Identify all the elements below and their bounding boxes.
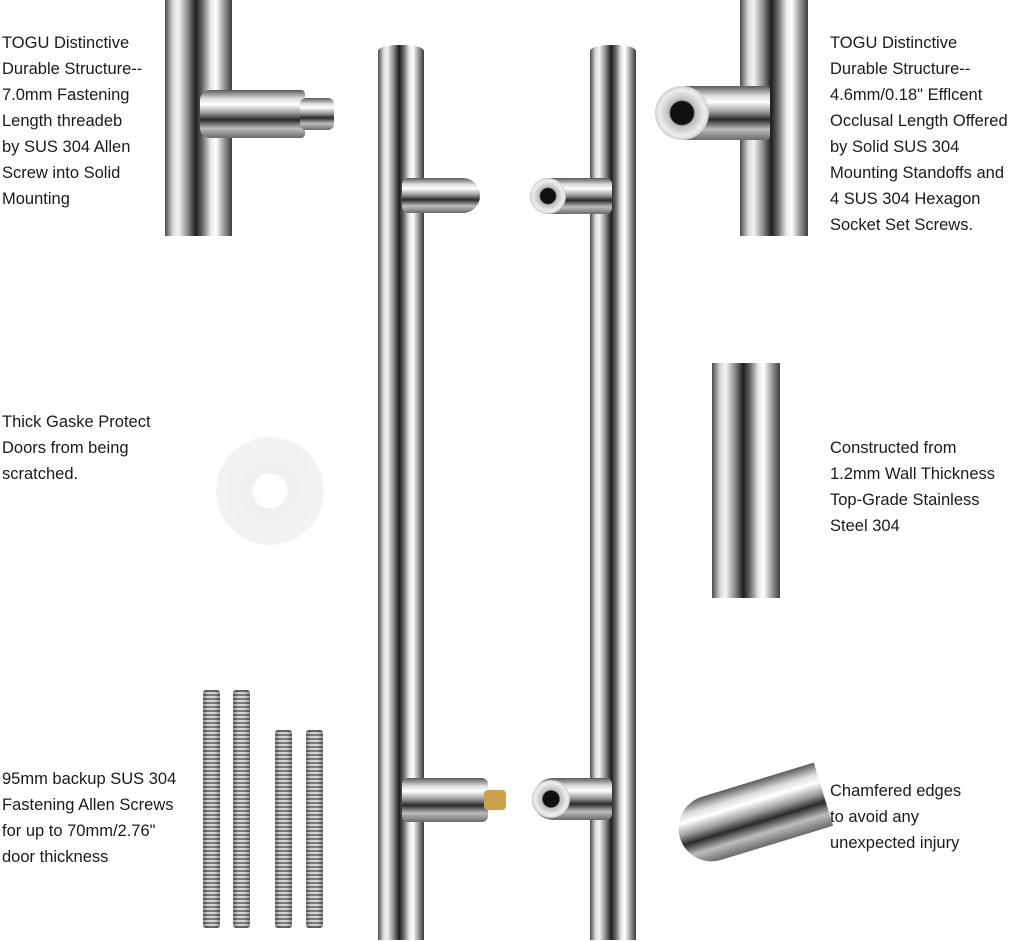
allen-screw-long: [233, 690, 250, 928]
caption-chamfered-edges: Chamfered edges to avoid any unexpected …: [830, 782, 962, 852]
standoff-end-icon: [655, 86, 709, 140]
brass-screw: [484, 790, 506, 810]
chamfered-tube-end: [670, 762, 834, 870]
caption-wall-thickness: Constructed from 1.2mm Wall Thickness To…: [830, 439, 996, 535]
inset-standoff-left: [200, 90, 305, 138]
standoff-left-top: [402, 178, 480, 213]
caption-backup-screws: 95mm backup SUS 304 Fastening Allen Scre…: [2, 770, 177, 866]
allen-screw-short: [306, 730, 323, 928]
inset-allen-screw: [300, 98, 334, 130]
gasket-washer: [217, 438, 323, 544]
allen-screw-long: [203, 690, 220, 928]
caption-fastening-length: TOGU Distinctive Durable Structure-- 7.0…: [2, 34, 143, 208]
standoff-left-bottom: [402, 778, 488, 822]
caption-occlusal-length: TOGU Distinctive Durable Structure-- 4.6…: [830, 34, 1008, 234]
allen-screw-short: [275, 730, 292, 928]
standoff-end-icon: [532, 780, 570, 818]
standoff-end-icon: [530, 178, 566, 214]
caption-gasket: Thick Gaske Protect Doors from being scr…: [2, 413, 151, 483]
tube-section: [712, 363, 780, 598]
